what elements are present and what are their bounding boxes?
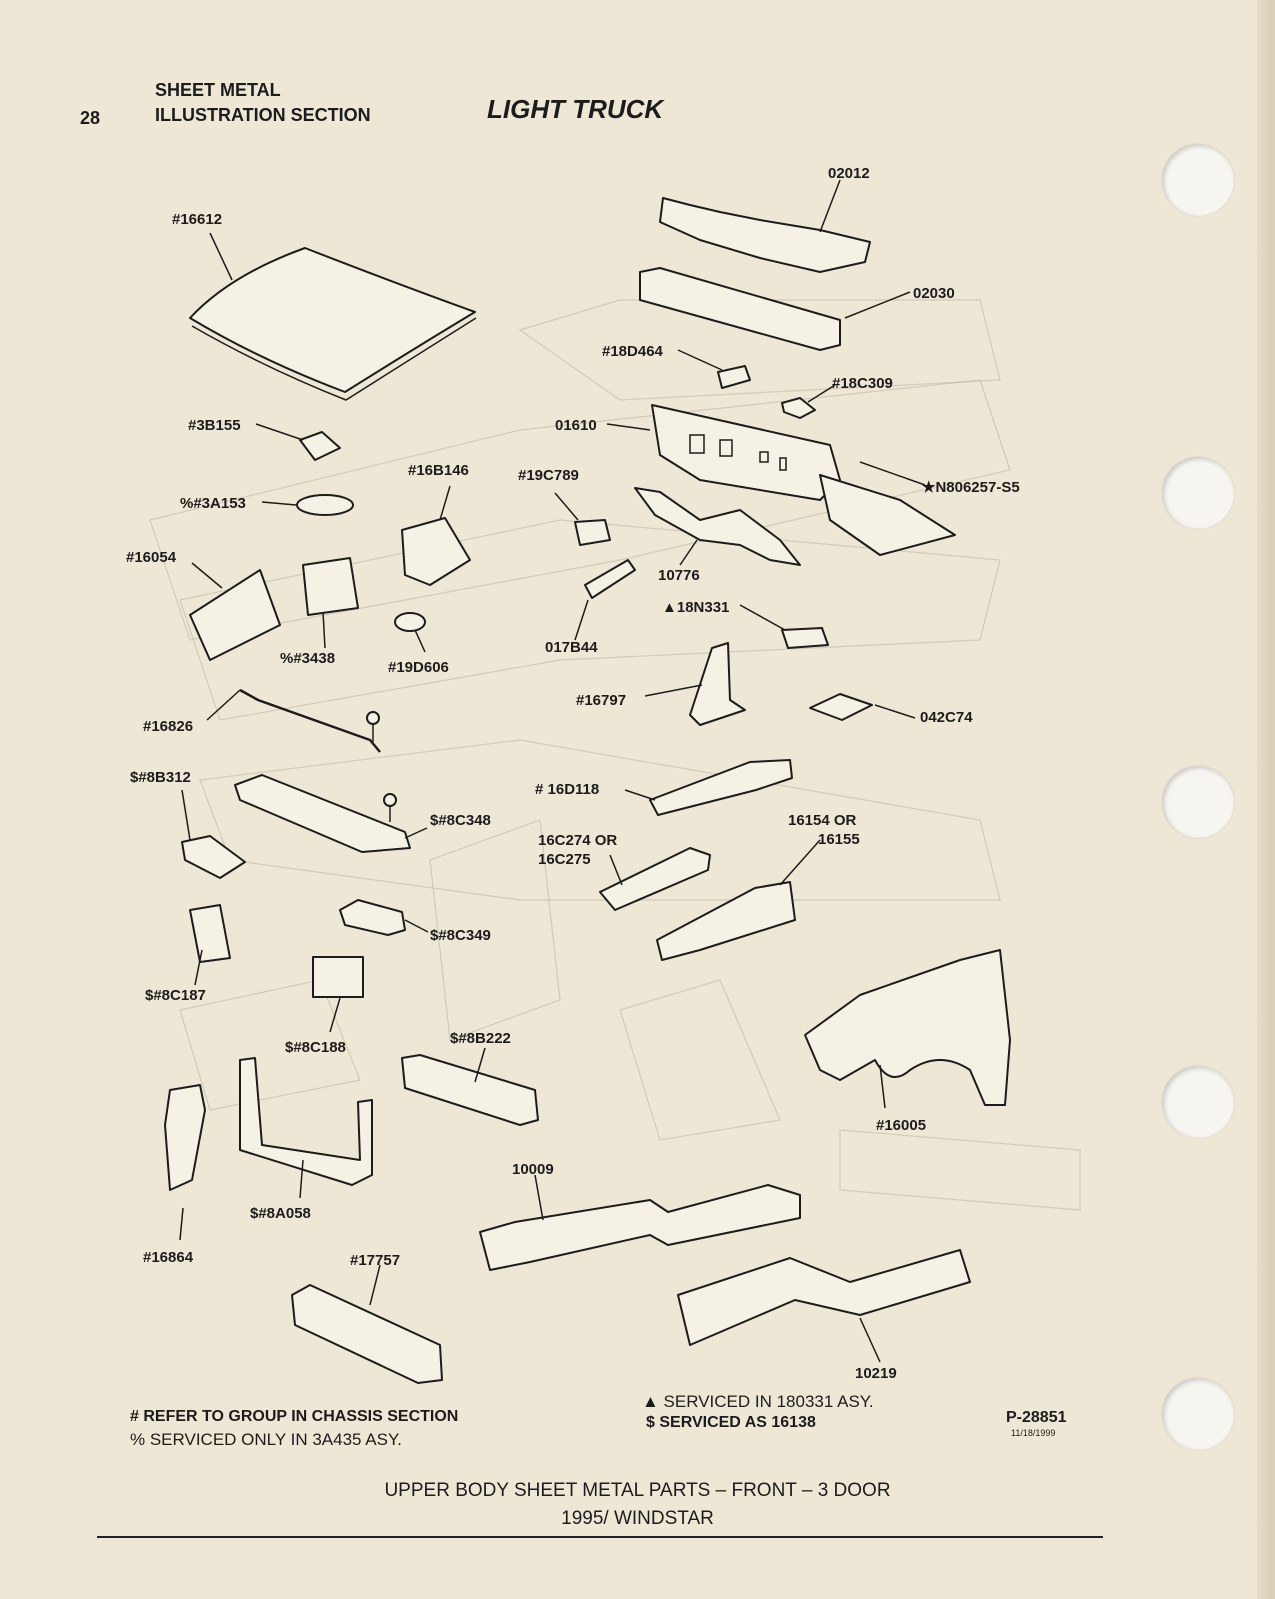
footer-model: 1995/ WINDSTAR (561, 1508, 714, 1529)
page-number: 28 (80, 108, 101, 128)
part-label: #18D464 (602, 343, 664, 360)
bottom-rule (97, 1536, 1103, 1538)
part-label: # 16D118 (535, 781, 599, 798)
legend-note-serviced: % SERVICED ONLY IN 3A435 ASY. (130, 1430, 402, 1449)
hood-prop-rod-16826 (239, 688, 397, 822)
part-label: #18C309 (832, 375, 893, 392)
document-date: 11/18/1999 (1011, 1428, 1056, 1438)
part-label: 10219 (855, 1365, 897, 1382)
part-label: 02012 (828, 165, 870, 182)
binder-hole (1162, 766, 1234, 838)
part-label: #16797 (576, 692, 626, 709)
part-label: #16054 (126, 549, 177, 566)
part-labels: 02012 #16612 02030 #18D464 #18C309 #3B15… (126, 165, 1020, 1382)
part-label: 16C275 (538, 851, 591, 868)
page-heading: LIGHT TRUCK (487, 94, 664, 124)
brace-16797 (689, 642, 746, 726)
bracket-017b44 (584, 559, 636, 599)
part-label: #17757 (350, 1252, 400, 1269)
bracket-18n331 (781, 627, 829, 649)
frame-rail-10219 (677, 1249, 971, 1346)
shield-16054 (189, 569, 281, 661)
hood-part (189, 247, 477, 401)
part-label: 042C74 (920, 709, 973, 726)
document-code: P-28851 (1006, 1409, 1067, 1426)
dash-panel-01610 (651, 404, 956, 556)
part-label: %#3438 (280, 650, 335, 667)
leader-lines (179, 179, 926, 1363)
part-label: $#8C187 (145, 987, 206, 1004)
part-label: $#8B312 (130, 769, 191, 786)
part-label: ▲18N331 (662, 599, 729, 616)
bracket-8a058 (239, 1057, 373, 1186)
support-8c348 (234, 774, 411, 853)
part-label: 16154 OR (788, 812, 857, 829)
part-label: #16005 (876, 1117, 926, 1134)
part-label: 10009 (512, 1161, 554, 1178)
bracket-8c349 (339, 899, 406, 936)
legend-note-group: # REFER TO GROUP IN CHASSIS SECTION (130, 1408, 459, 1425)
part-label: #16826 (143, 718, 193, 735)
rail-16d118 (649, 759, 793, 816)
brace-16864 (164, 1084, 206, 1191)
binder-hole (1162, 1066, 1234, 1138)
part-label: 16C274 OR (538, 832, 617, 849)
part-label: 10776 (658, 567, 700, 584)
bracket-16b146 (401, 517, 471, 586)
bracket-18c309 (781, 397, 816, 419)
bracket-8b312 (181, 835, 246, 879)
cap-19d606 (394, 612, 426, 632)
part-label: 16155 (818, 831, 860, 848)
section-title: SHEET METAL (155, 80, 281, 100)
reinforcement-bar (639, 267, 841, 351)
housing-3438 (302, 557, 359, 616)
bracket-8b222 (401, 1054, 539, 1126)
bracket-042c74 (809, 693, 873, 721)
binder-hole (1162, 144, 1234, 216)
part-label: ★N806257-S5 (922, 479, 1020, 496)
rail-16c274 (599, 847, 711, 911)
section-subtitle: ILLUSTRATION SECTION (155, 105, 371, 125)
bumper-3a153 (296, 494, 354, 516)
part-label: 01610 (555, 417, 597, 434)
part-label: $#8C348 (430, 812, 491, 829)
legend-note-serviced-as: $ SERVICED AS 16138 (646, 1414, 816, 1431)
part-label: 017B44 (545, 639, 598, 656)
part-label: $#8A058 (250, 1205, 311, 1222)
apron-16154 (656, 881, 796, 961)
plate-8c187 (189, 904, 231, 963)
legend-note-asy: ▲ SERVICED IN 180331 ASY. (642, 1392, 874, 1411)
part-label: $#8C188 (285, 1039, 346, 1056)
rail-17757 (291, 1284, 443, 1384)
plate-8c188 (312, 956, 364, 998)
part-label: $#8B222 (450, 1030, 511, 1047)
frame-rail-10009 (479, 1184, 801, 1271)
fender-16005 (804, 949, 1011, 1106)
radiator-support-upper (659, 197, 871, 273)
part-label: #3B155 (188, 417, 241, 434)
part-label: 02030 (913, 285, 955, 302)
latch-3b155 (299, 431, 341, 461)
clip-19c789 (574, 519, 611, 546)
background-frame-ghost (149, 299, 1081, 1211)
bracket-18d464 (717, 365, 751, 389)
footer-title: UPPER BODY SHEET METAL PARTS – FRONT – 3… (384, 1480, 891, 1501)
binder-hole (1162, 1378, 1234, 1450)
page-edge (1257, 0, 1275, 1599)
cowl-panel-10776 (634, 487, 801, 566)
part-label: #16612 (172, 211, 222, 228)
part-label: $#8C349 (430, 927, 491, 944)
part-label: #19D606 (388, 659, 449, 676)
binder-hole (1162, 457, 1234, 529)
part-label: #19C789 (518, 467, 579, 484)
part-label: %#3A153 (180, 495, 246, 512)
part-label: #16B146 (408, 462, 469, 479)
part-label: #16864 (143, 1249, 194, 1266)
